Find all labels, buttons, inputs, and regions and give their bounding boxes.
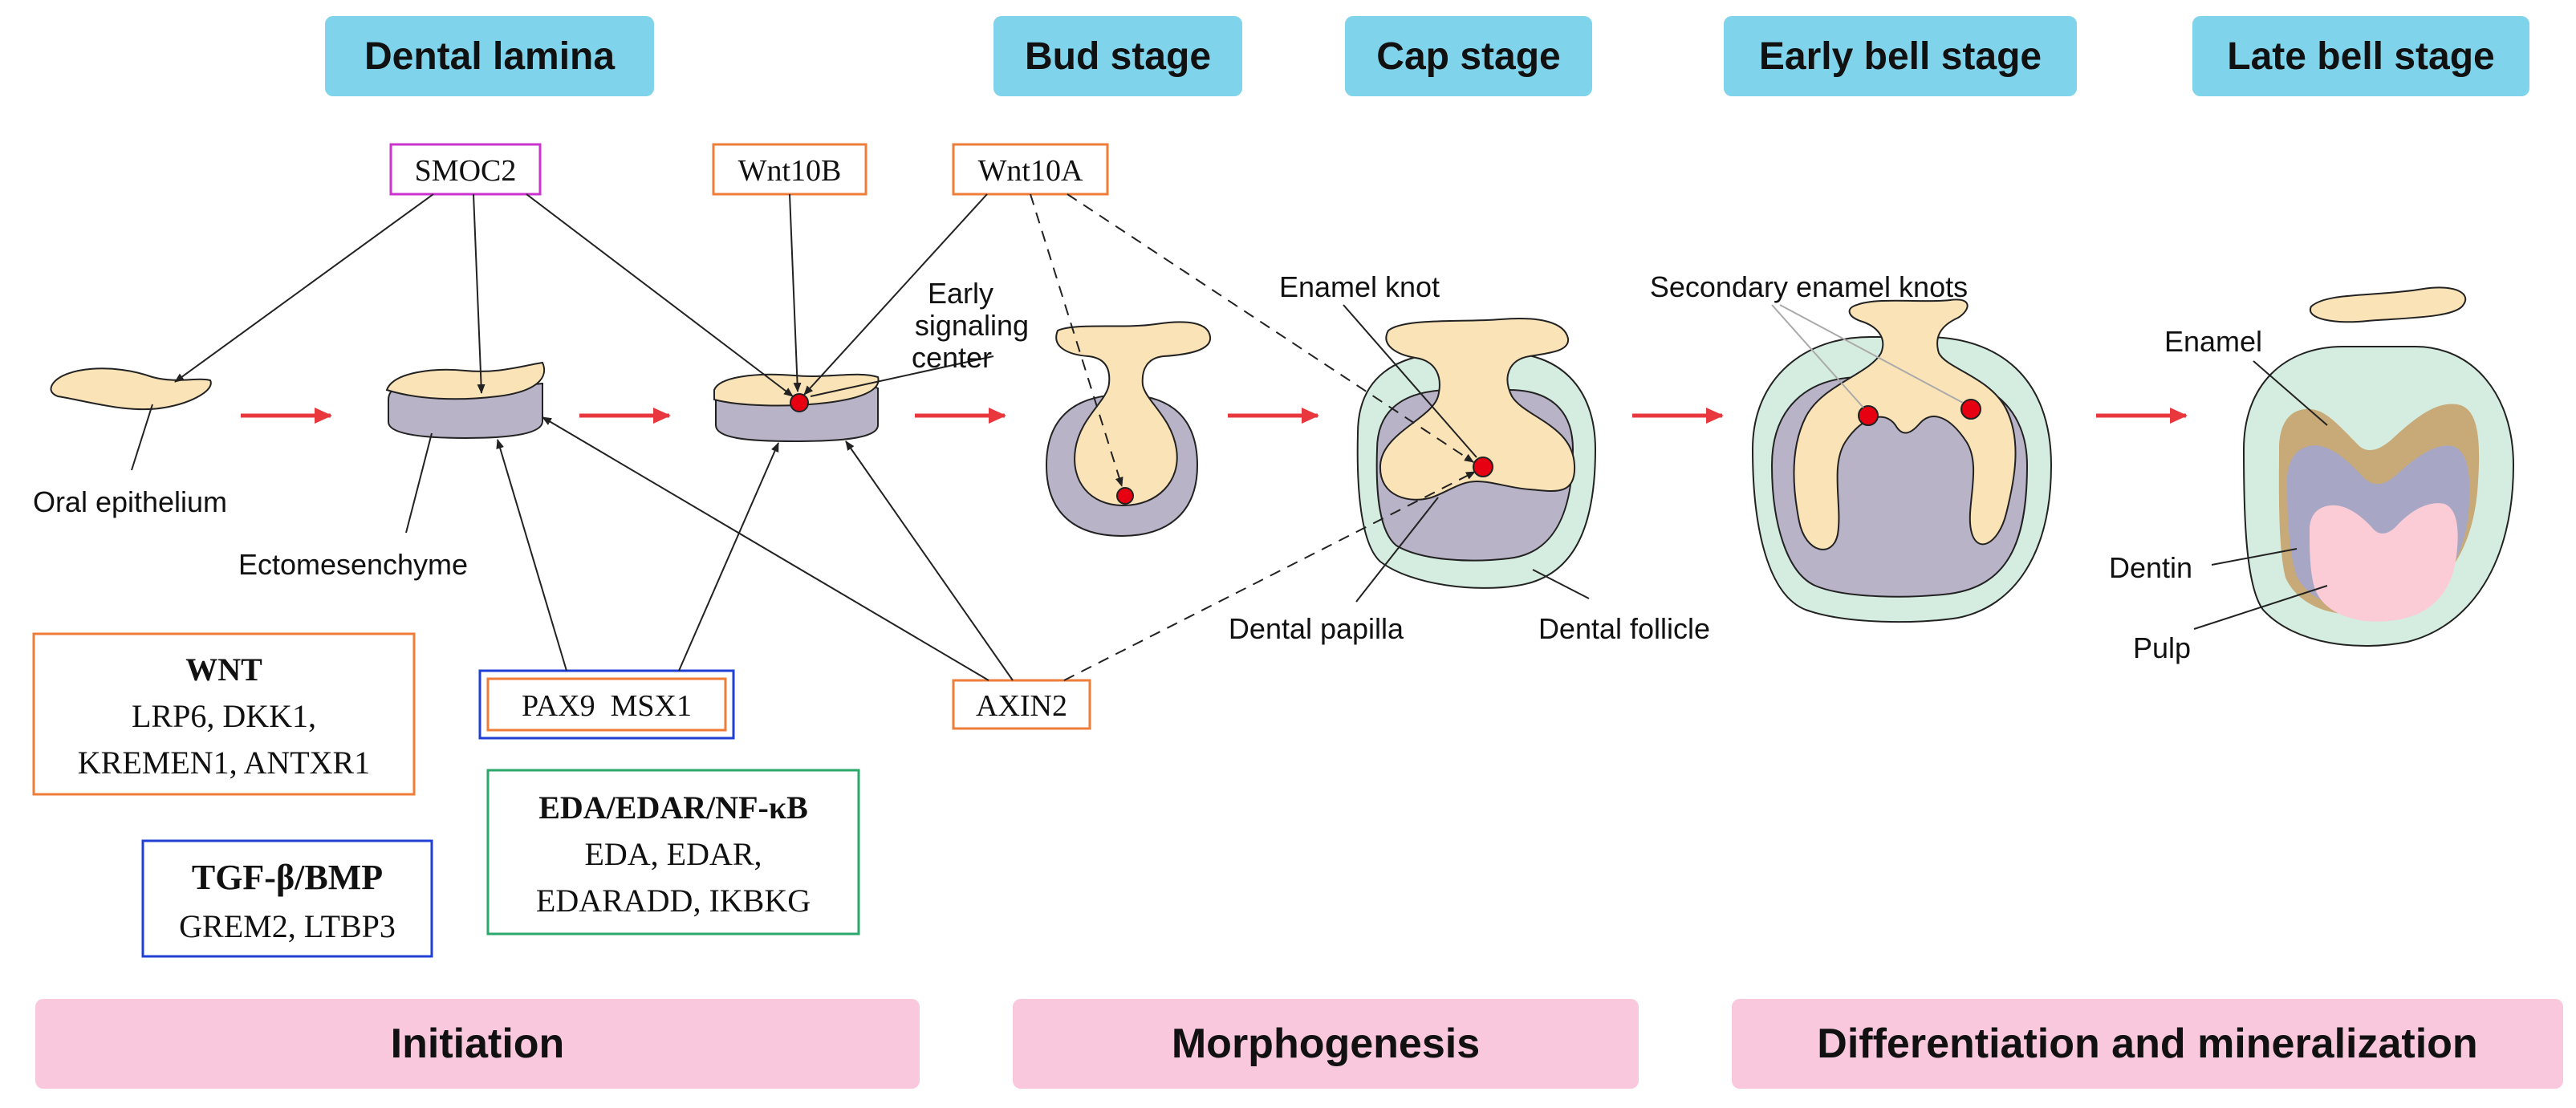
arrow-axin2-placode [845,440,1014,681]
callout-enamel [2253,360,2328,426]
phase-banner-differentiation: Differentiation and mineralization [1732,999,2563,1089]
stage-title: Early bell stage [1759,35,2042,78]
pathway-title: TGF-β/BMP [192,858,383,897]
callout-lines-secondary [1771,304,1964,408]
gene-label: AXIN2 [976,689,1067,723]
bud-signal-dot [1116,487,1134,505]
pathway-box-eda: EDA/EDAR/NF-κB EDA, EDAR, EDARADD, IKBKG [486,769,860,936]
gene-box-wnt10b: Wnt10B [712,143,867,196]
late-bell-stage-shape [2242,286,2515,647]
gene-label: SMOC2 [415,154,517,188]
pathway-box-tgf-bmp: TGF-β/BMP GREM2, LTBP3 [141,839,433,958]
gene-box-pax9-msx1: PAX9 MSX1 [478,669,735,740]
callout-secondary-knot-left [1771,304,1864,408]
label-enamel-knot: Enamel knot [1279,270,1440,303]
label-early-signaling-3: center [912,341,992,374]
secondary-enamel-knot-dot [1960,399,1981,420]
oral-epithelium-shape [50,367,212,411]
phase-title: Differentiation and mineralization [1817,1021,2477,1067]
secondary-enamel-knot-dot [1858,405,1879,426]
arrow-msx1-placode [678,442,779,672]
stage-header-cap: Cap stage [1345,16,1592,96]
arrow-wnt10b-placode [789,193,802,392]
stage-header-early-bell: Early bell stage [1724,16,2077,96]
arrow-wnt10a-placode [803,193,988,396]
gene-box-wnt10a: Wnt10A [952,143,1109,196]
phase-banner-initiation: Initiation [35,999,920,1089]
cap-stage-shape [1356,318,1597,589]
label-ectomesenchyme: Ectomesenchyme [238,548,468,581]
arrow-pax9-lamina [496,439,567,672]
callout-dental-papilla [1355,497,1439,603]
callout-pulp [2193,585,2328,630]
pathway-title: EDA/EDAR/NF-κB [538,789,808,826]
label-early-signaling-2: signaling [915,309,1029,342]
placode-shape [713,373,880,443]
early-bell-stage-shape [1751,298,2053,623]
gene-box-axin2: AXIN2 [952,679,1091,730]
stage-header-dental-lamina: Dental lamina [325,16,654,96]
enamel-knot-dot [1473,457,1493,477]
late-bell-epithelium-remnant [2309,286,2467,323]
gene-box-smoc2: SMOC2 [389,143,542,196]
stage-title: Bud stage [1025,35,1211,78]
arrow-smoc2-placode [526,193,794,397]
gene-label: PAX9 MSX1 [522,689,692,723]
phase-banner-morphogenesis: Morphogenesis [1013,999,1639,1089]
pathway-genes: EDARADD, IKBKG [536,883,811,919]
callout-oral-epithelium [131,404,153,471]
pathway-genes: LRP6, DKK1, [132,698,316,734]
label-secondary-enamel-knots: Secondary enamel knots [1650,270,1968,303]
phase-title: Initiation [391,1021,565,1067]
pathway-title: WNT [185,651,262,688]
callout-lines [131,304,2328,630]
phase-title: Morphogenesis [1172,1021,1480,1067]
stage-title: Cap stage [1376,35,1560,78]
label-oral-epithelium: Oral epithelium [33,485,227,518]
pathway-genes: EDA, EDAR, [584,836,762,872]
callout-early-signaling [810,355,994,397]
callout-dentin [2211,548,2298,566]
label-enamel: Enamel [2164,325,2262,358]
callout-secondary-knot-right [1779,304,1964,404]
pathway-genes: KREMEN1, ANTXR1 [78,745,370,781]
stage-title: Late bell stage [2227,35,2494,78]
arrow-axin2-lamina [542,416,989,681]
callout-ectomesenchyme [405,432,433,534]
early-signaling-center-dot [790,393,809,412]
arrow-wnt10a-cap [1067,193,1474,463]
regulatory-arrows [174,193,1476,681]
label-dental-papilla: Dental papilla [1229,612,1404,645]
arrow-smoc2-oral [174,193,434,383]
callout-enamel-knot [1343,304,1477,458]
pathway-genes: GREM2, LTBP3 [179,908,396,944]
arrow-smoc2-lamina [473,193,486,394]
label-pulp: Pulp [2133,631,2191,664]
gene-label: Wnt10A [978,154,1083,188]
arrow-wnt10a-bud [1030,193,1123,487]
stage-title: Dental lamina [364,35,615,78]
bud-stage-shape [1045,321,1212,538]
label-dentin: Dentin [2109,551,2192,584]
pathway-box-wnt: WNT LRP6, DKK1, KREMEN1, ANTXR1 [32,632,416,796]
label-dental-follicle: Dental follicle [1538,612,1710,645]
lamina-thickening-shape [385,361,546,440]
callout-dental-follicle [1532,569,1590,599]
anatomical-labels: Oral epithelium Ectomesenchyme Early sig… [33,270,2262,664]
stage-header-late-bell: Late bell stage [2192,16,2529,96]
gene-label: Wnt10B [738,154,842,188]
stage-header-bud: Bud stage [993,16,1242,96]
label-early-signaling-1: Early [928,277,993,310]
